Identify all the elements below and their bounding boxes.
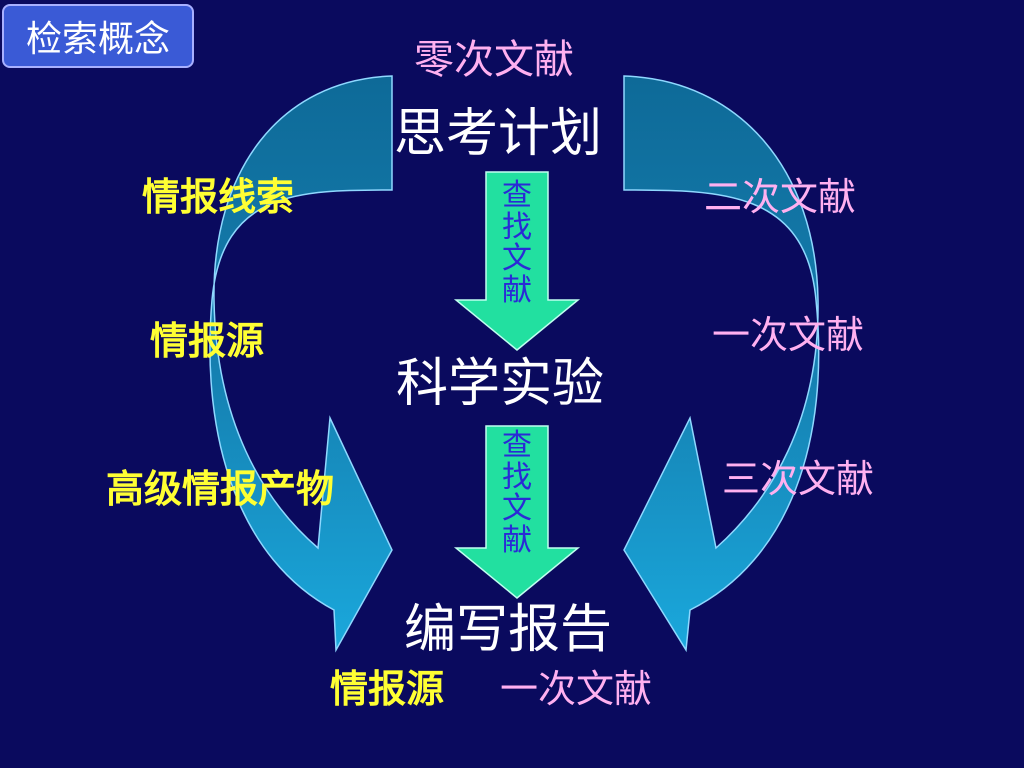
upper-arrow-char: 查: [502, 178, 532, 213]
label-primary-literature: 一次文献: [712, 313, 865, 357]
label-tertiary-literature: 三次文献: [722, 457, 875, 501]
label-bottom-primary-literature: 一次文献: [500, 667, 653, 711]
label-zero-literature: 零次文献: [414, 37, 574, 83]
label-info-source: 情报源: [150, 319, 265, 363]
lower-arrow-char: 献: [502, 522, 532, 558]
left-curved-arrow: [209, 75, 393, 653]
stage-experiment: 科学实验: [396, 354, 605, 414]
right-curved-arrow: [623, 75, 820, 653]
lower-arrow-text: 查 找 文 献: [497, 430, 537, 556]
upper-down-arrow: [453, 171, 581, 351]
upper-arrow-char: 献: [502, 272, 532, 308]
lower-down-arrow: [453, 425, 581, 599]
lower-arrow-char: 找: [502, 459, 532, 495]
stage-report: 编写报告: [404, 600, 613, 660]
upper-arrow-char: 文: [502, 241, 532, 276]
upper-arrow-text: 查 找 文 献: [497, 180, 537, 306]
lower-arrow-char: 查: [502, 428, 532, 463]
stage-think-plan: 思考计划: [394, 104, 603, 164]
concept-badge: 检索概念: [2, 4, 194, 68]
lower-arrow-char: 文: [502, 491, 532, 526]
label-info-clue: 情报线索: [142, 175, 295, 219]
label-advanced-product: 高级情报产物: [106, 467, 335, 511]
label-secondary-literature: 二次文献: [704, 175, 857, 219]
upper-arrow-char: 找: [502, 209, 532, 245]
label-bottom-info-source: 情报源: [330, 667, 445, 711]
